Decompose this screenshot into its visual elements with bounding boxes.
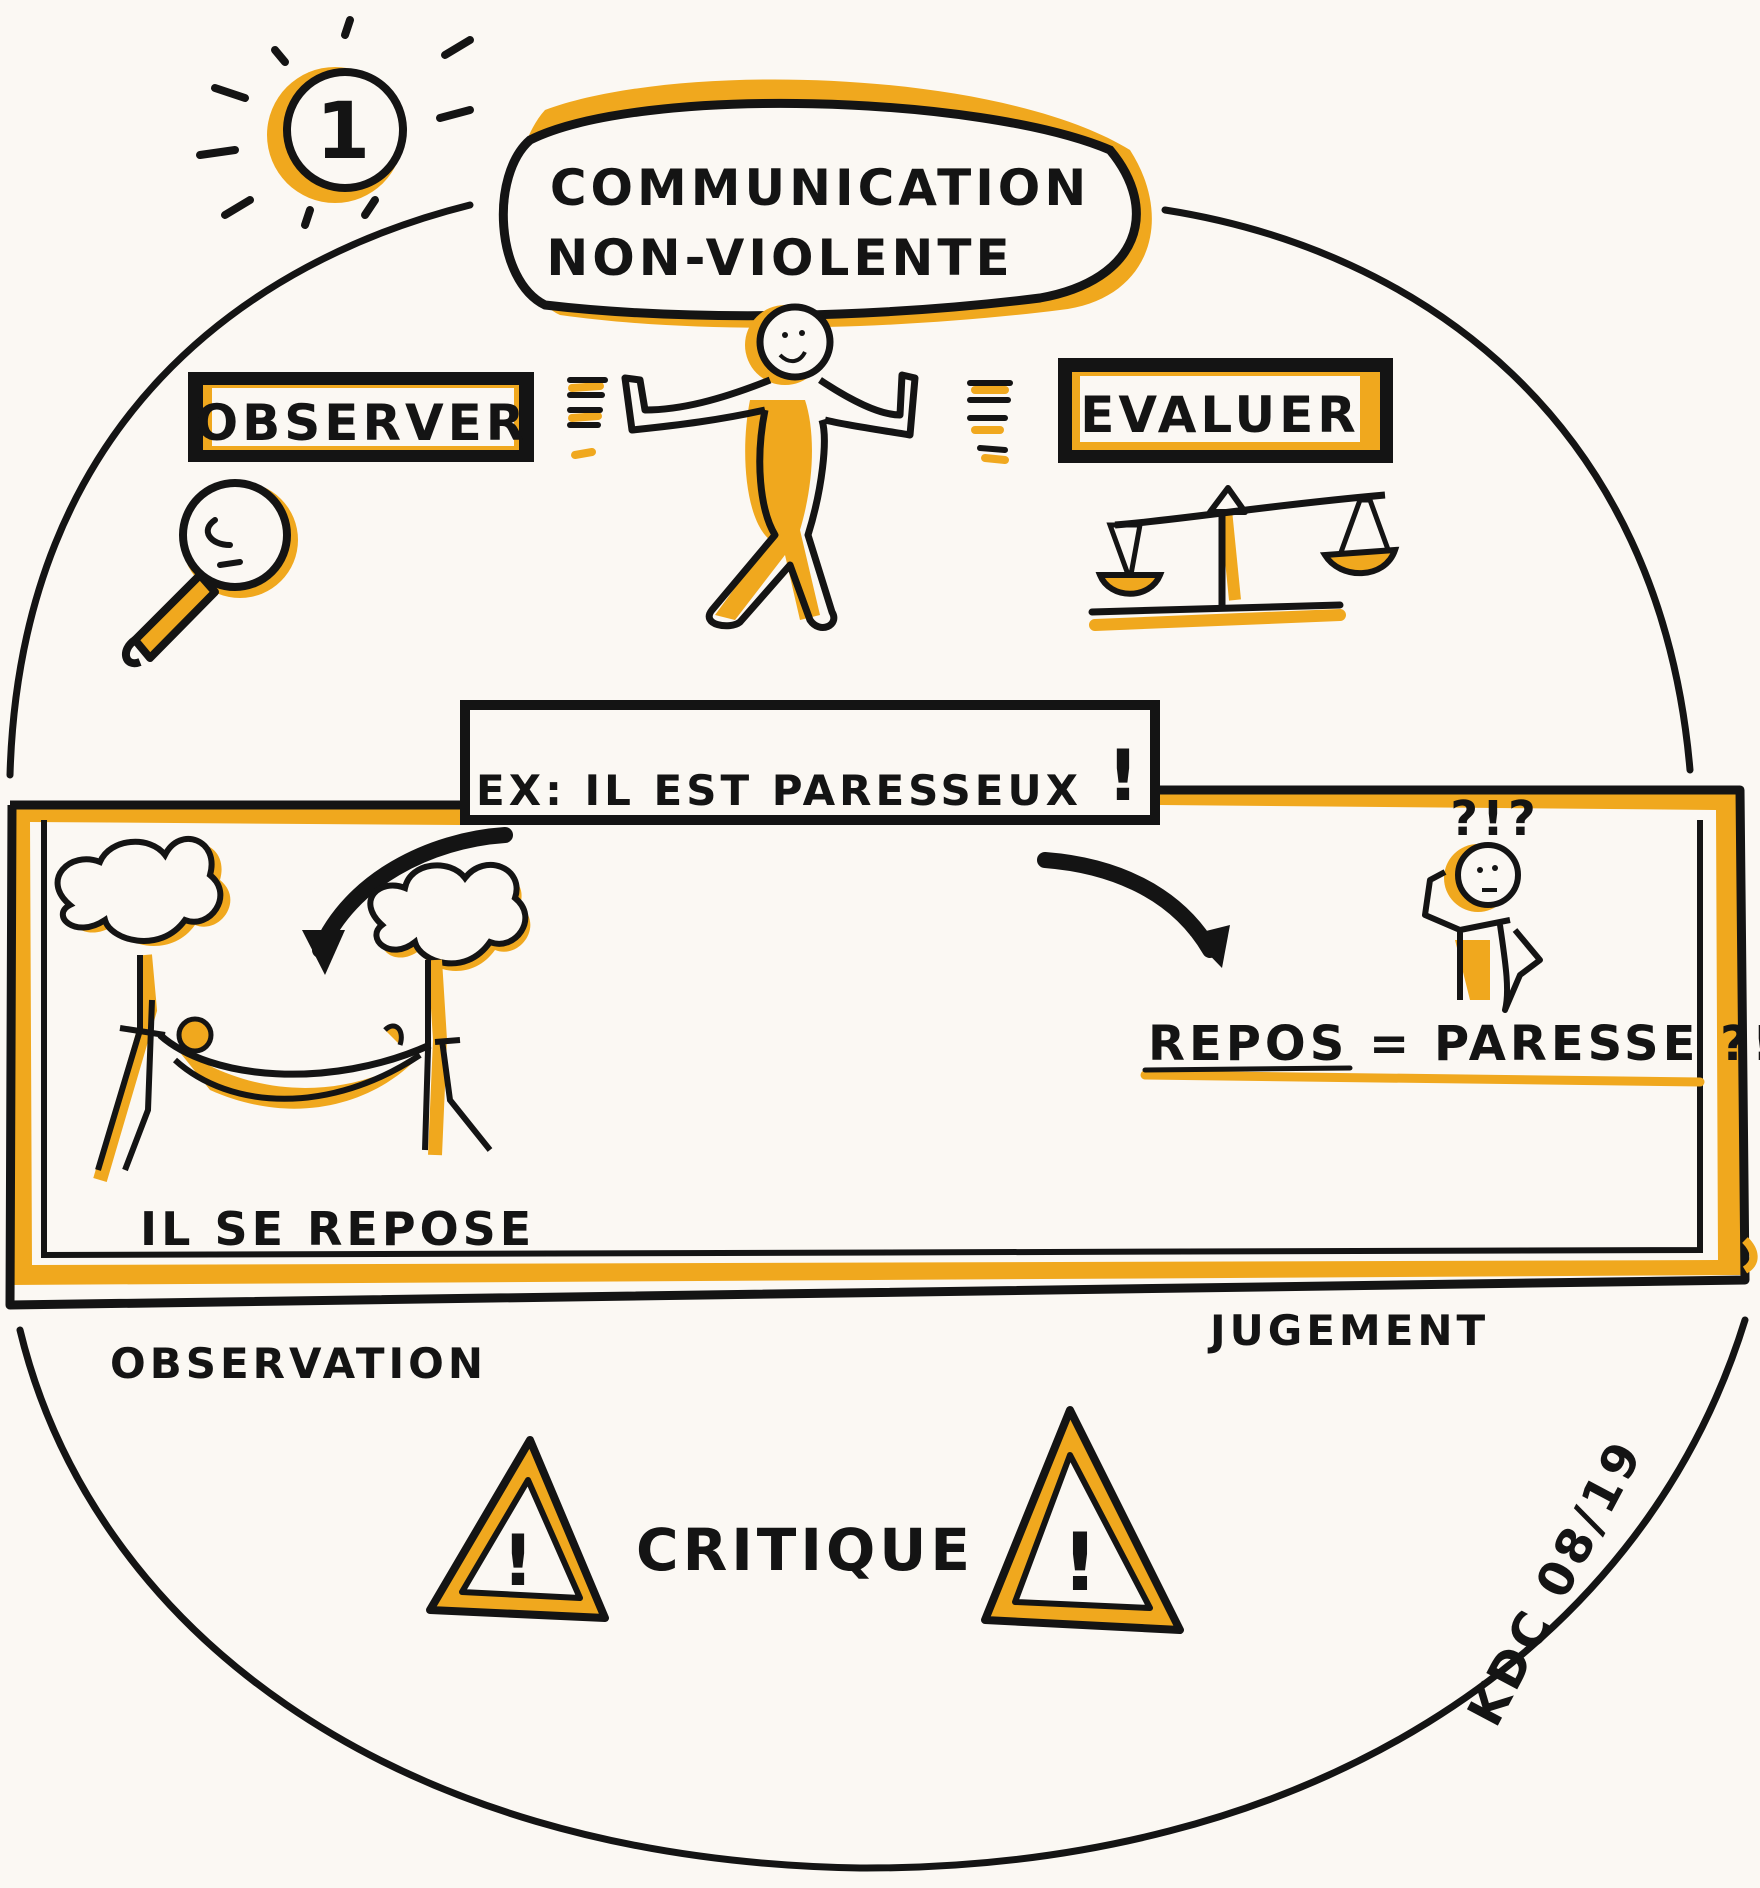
- judgement-caption: REPOS = PARESSE ?!: [1148, 1016, 1760, 1072]
- evaluer-box: [1058, 358, 1393, 463]
- arrow-right-icon: [1037, 852, 1230, 968]
- title-line-1: COMMUNICATION: [550, 159, 1090, 217]
- confused-figure-icon: ?!?: [1422, 791, 1543, 1013]
- warning-right-symbol: !: [1062, 1516, 1102, 1609]
- step-badge-number: 1: [316, 87, 374, 177]
- evaluer-label: EVALUER: [1080, 386, 1360, 444]
- warning-left-symbol: !: [502, 1520, 538, 1602]
- outer-circle: [6, 201, 1749, 1872]
- hammock-caption: IL SE REPOSE: [140, 1202, 535, 1256]
- title-line-2: NON-VIOLENTE: [546, 229, 1013, 287]
- judgement-marks: ?!?: [1450, 791, 1540, 847]
- warning-icon: [981, 1406, 1184, 1634]
- magnifier-icon: [122, 479, 298, 668]
- observer-box: [188, 372, 534, 462]
- example-box: [460, 700, 1160, 825]
- scale-icon: [1088, 485, 1400, 631]
- title-bubble: [498, 79, 1152, 328]
- sun-icon: [196, 16, 474, 229]
- warning-icon: [426, 1436, 609, 1622]
- jugement-label: JUGEMENT: [1207, 1306, 1489, 1355]
- observation-label: OBSERVATION: [110, 1339, 487, 1388]
- scene-frame: [5, 785, 1758, 1310]
- example-exclaim: !: [1107, 735, 1143, 817]
- stick-figure-icon: [567, 303, 1013, 631]
- arrow-left-icon: [302, 827, 513, 975]
- signature: KDC 08/19: [1457, 1430, 1655, 1735]
- hammock-icon: [54, 835, 531, 1182]
- observer-label: OBSERVER: [196, 394, 529, 452]
- critique-label: CRITIQUE: [636, 1516, 974, 1584]
- example-label: EX: IL EST PARESSEUX: [476, 766, 1082, 815]
